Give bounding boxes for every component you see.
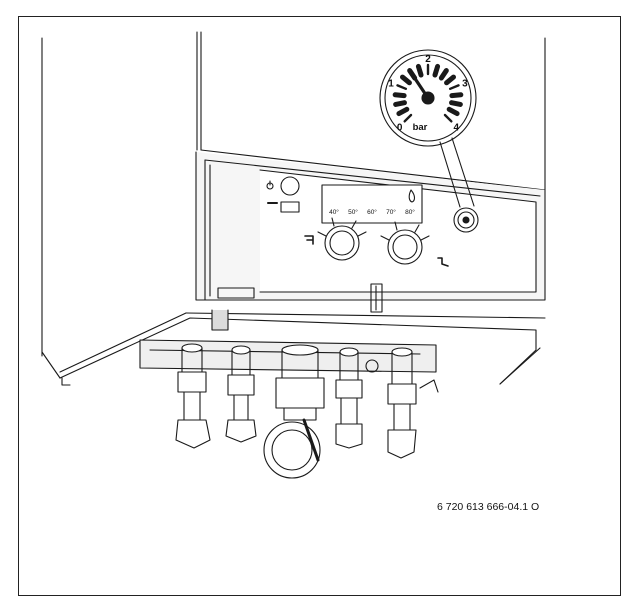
gauge-tick-label: 2	[425, 54, 431, 65]
control-panel	[195, 151, 546, 313]
power-icon	[266, 180, 274, 190]
panel-gauge-window	[453, 207, 479, 233]
temperature-mark: 60°	[367, 208, 377, 216]
gauge-tick	[449, 100, 463, 107]
gauge-tick	[393, 100, 407, 107]
gauge-tick	[438, 68, 449, 81]
temperature-mark: 70°	[386, 208, 396, 216]
gauge-tick	[399, 74, 412, 86]
gauge-tick-label: 4	[454, 122, 460, 133]
reset-button	[280, 201, 300, 213]
gauge-tick-label: 3	[462, 79, 468, 90]
boiler-casing	[41, 31, 546, 379]
gauge-unit-label: bar	[413, 122, 428, 133]
gauge-tick	[396, 106, 410, 117]
figure-border	[18, 16, 621, 596]
pressure-gauge-magnified	[379, 49, 477, 208]
gauge-hub	[421, 91, 435, 105]
temperature-mark: 50°	[348, 208, 358, 216]
gauge-tick	[403, 113, 413, 123]
gauge-tick	[449, 92, 464, 99]
temperature-mark: 40°	[329, 208, 339, 216]
gauge-tick-label: 1	[388, 79, 394, 90]
pipe-connections	[175, 343, 439, 479]
gauge-tick	[396, 84, 408, 91]
gauge-tick	[432, 63, 441, 78]
gauge-tick	[448, 84, 460, 91]
bottom-tray	[59, 309, 546, 386]
hot-water-knob	[317, 217, 367, 261]
temperature-mark: 80°	[405, 208, 415, 216]
gauge-tick	[446, 106, 460, 117]
gauge-tick	[392, 92, 407, 99]
gauge-tick-label: 0	[397, 122, 403, 133]
power-button	[280, 176, 300, 196]
gauge-tick	[443, 113, 453, 123]
gauge-tick	[415, 63, 424, 78]
flame-icon	[408, 189, 416, 203]
document-id: 6 720 613 666-04.1 O	[437, 501, 540, 513]
heating-knob	[380, 221, 430, 265]
gauge-tick	[444, 74, 457, 86]
